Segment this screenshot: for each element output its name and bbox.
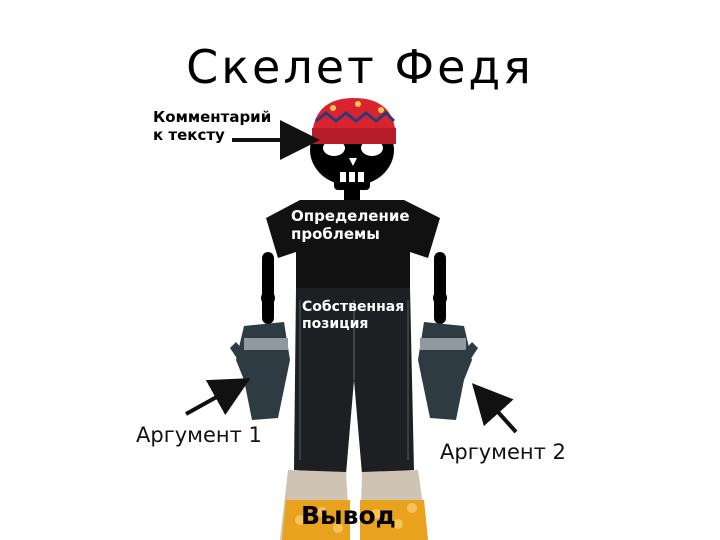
arrow-argument-1 — [186, 384, 240, 414]
problem-label: Определение проблемы — [291, 207, 410, 243]
winter-hat — [312, 98, 396, 144]
position-label: Собственная позиция — [302, 299, 404, 333]
left-glove — [230, 322, 290, 420]
comment-label: Комментарий к тексту — [153, 108, 271, 144]
comment-label-line2: к тексту — [153, 126, 271, 144]
problem-label-line2: проблемы — [291, 225, 410, 243]
argument-1-label: Аргумент 1 — [136, 423, 262, 448]
comment-label-line1: Комментарий — [153, 108, 271, 126]
position-label-line1: Собственная — [302, 299, 404, 316]
argument-2-label: Аргумент 2 — [440, 440, 566, 465]
problem-label-line1: Определение — [291, 207, 410, 225]
arrow-argument-2 — [480, 392, 516, 432]
position-label-line2: позиция — [302, 316, 404, 333]
right-glove — [418, 322, 478, 420]
conclusion-label: Вывод — [301, 501, 396, 531]
